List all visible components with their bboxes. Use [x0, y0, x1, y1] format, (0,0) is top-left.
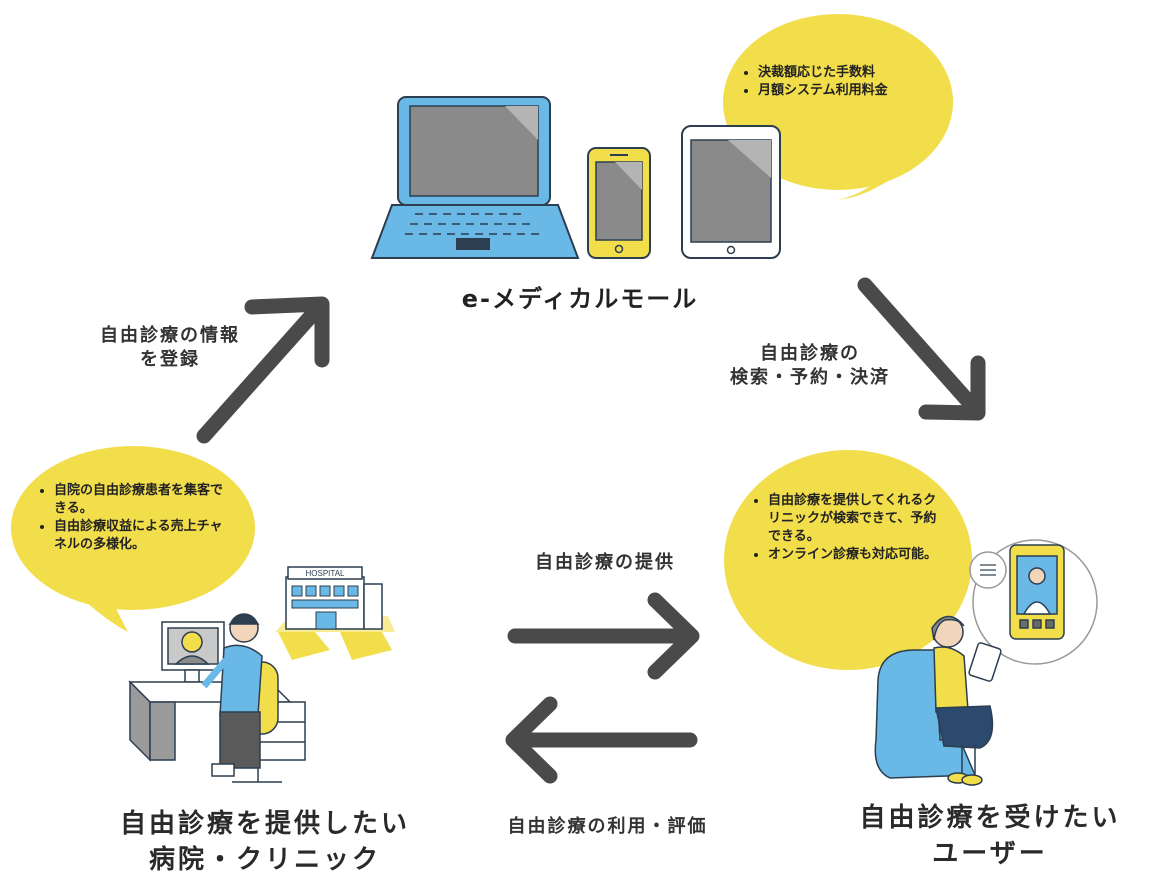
- flow-search-label: 自由診療の 検索・予約・決済: [690, 342, 930, 390]
- mall-title: e-メディカルモール: [461, 285, 699, 313]
- arrow-left-icon: [505, 696, 698, 784]
- flow-register-label: 自由診療の情報 を登録: [60, 324, 280, 372]
- hospital-icon: HOSPITAL: [275, 566, 395, 660]
- flow-search-line2: 検索・予約・決済: [730, 367, 890, 388]
- doctor-icon: [128, 613, 306, 783]
- list-item: オンライン診療も対応可能。: [768, 546, 946, 564]
- user-title-line2: ユーザー: [932, 839, 1048, 869]
- smartphone-icon: [587, 147, 651, 259]
- mall-bubble-text: 決裁額応じた手数料 月額システム利用料金: [742, 64, 942, 100]
- list-item: 月額システム利用料金: [758, 82, 942, 100]
- arrow-up-right-icon: [196, 296, 330, 444]
- clinic-bubble-text: 自院の自由診療患者を集客できる。 自由診療収益による売上チャネルの多様化。: [38, 482, 234, 554]
- list-item: 決裁額応じた手数料: [758, 64, 942, 82]
- flow-provide-label: 自由診療の提供: [535, 552, 675, 573]
- flow-use-label: 自由診療の利用・評価: [507, 816, 708, 837]
- mall-bubble-list: 決裁額応じた手数料 月額システム利用料金: [742, 64, 942, 100]
- user-title-line1: 自由診療を受けたい: [859, 803, 1121, 833]
- hospital-sign: HOSPITAL: [306, 569, 346, 578]
- tablet-icon: [681, 125, 781, 259]
- list-item: 自由診療収益による売上チャネルの多様化。: [54, 518, 234, 554]
- list-item: 自由診療を提供してくれるクリニックが検索できて、予約できる。: [768, 492, 946, 546]
- flow-register-line1: 自由診療の情報: [100, 325, 240, 346]
- flow-register-line2: を登録: [140, 349, 200, 370]
- user-bubble-list: 自由診療を提供してくれるクリニックが検索できて、予約できる。 オンライン診療も対…: [752, 492, 946, 564]
- clinic-title: 自由診療を提供したい 病院・クリニック: [95, 806, 435, 878]
- clinic-bubble-list: 自院の自由診療患者を集客できる。 自由診療収益による売上チャネルの多様化。: [38, 482, 234, 554]
- user-icon: [874, 539, 1098, 786]
- clinic-title-line2: 病院・クリニック: [148, 845, 381, 875]
- user-title: 自由診療を受けたい ユーザー: [830, 800, 1150, 872]
- flow-search-line1: 自由診療の: [760, 343, 860, 364]
- arrow-right-icon: [507, 592, 700, 680]
- user-speech-bubble: [724, 450, 972, 670]
- laptop-icon: [370, 96, 580, 259]
- arrow-down-right-icon: [857, 277, 986, 421]
- user-bubble-text: 自由診療を提供してくれるクリニックが検索できて、予約できる。 オンライン診療も対…: [752, 492, 946, 564]
- clinic-title-line1: 自由診療を提供したい: [119, 809, 410, 839]
- clinic-speech-bubble: [11, 446, 255, 632]
- list-item: 自院の自由診療患者を集客できる。: [54, 482, 234, 518]
